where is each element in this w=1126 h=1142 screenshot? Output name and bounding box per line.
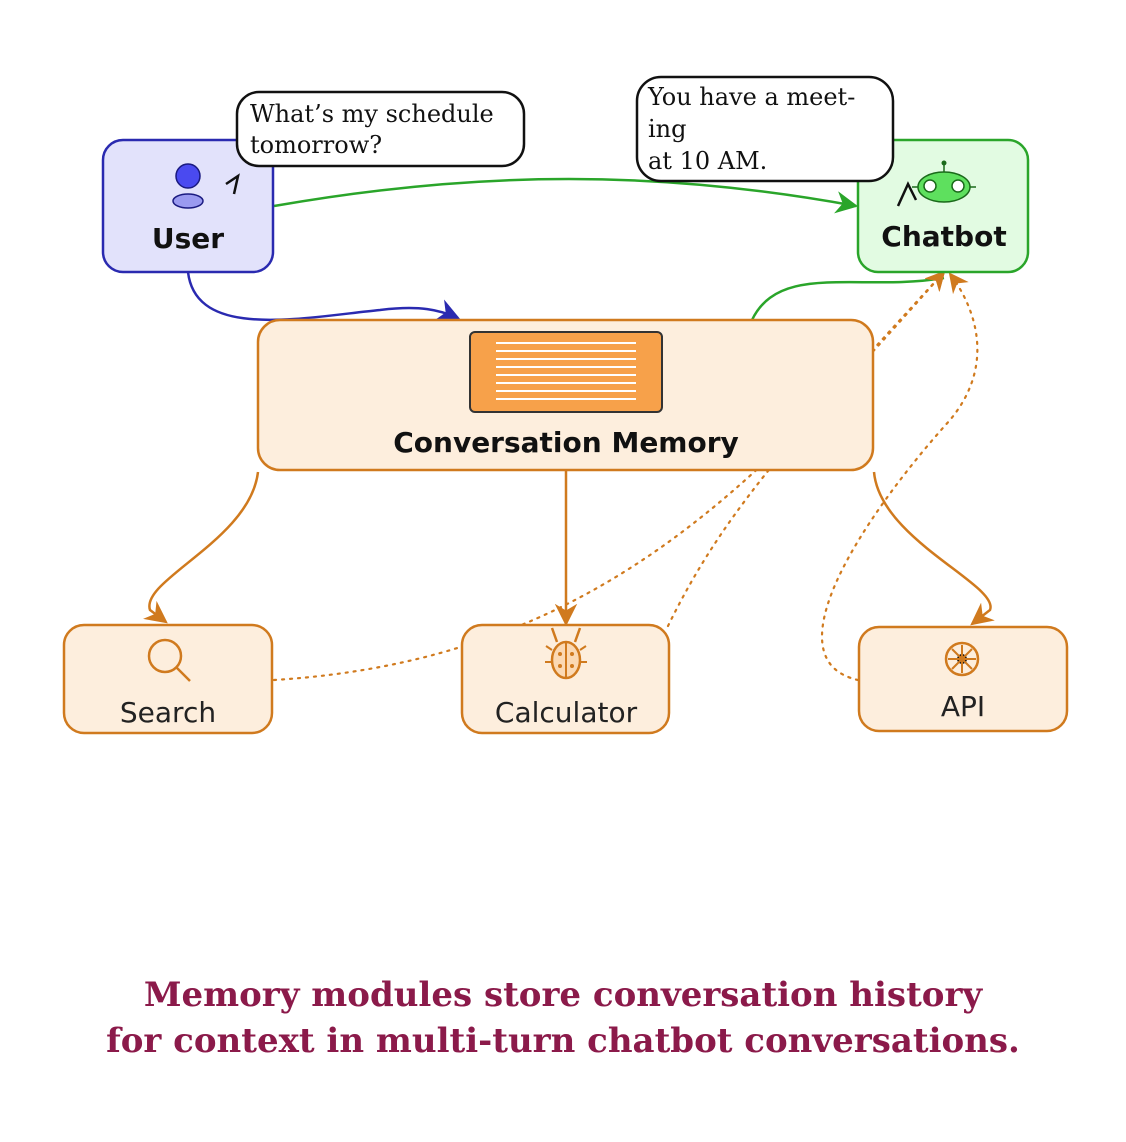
- user-node[interactable]: User: [101, 138, 275, 274]
- caption-line-2: for context in multi-turn chatbot conver…: [106, 1021, 1020, 1061]
- memory-node[interactable]: Conversation Memory: [256, 318, 875, 472]
- wheel-icon: [944, 641, 980, 677]
- calculator-label: Calculator: [495, 696, 638, 729]
- user-speech-bubble: What’s my schedule tomorrow?: [235, 90, 526, 168]
- edge-user-to-memory: [186, 271, 461, 322]
- user-bubble-line-1: What’s my schedule: [250, 100, 494, 128]
- figure-caption: Memory modules store conversation histor…: [0, 972, 1126, 1064]
- calculator-node[interactable]: Calculator: [460, 623, 671, 735]
- chatbot-label: Chatbot: [881, 220, 1006, 253]
- chatbot-bubble-line-3: at 10 AM.: [648, 147, 767, 175]
- magnifier-icon: [147, 638, 191, 682]
- edge-api-to-chatbot: [820, 272, 979, 682]
- chatbot-bubble-line-2: ing: [648, 115, 687, 143]
- user-label: User: [152, 222, 224, 255]
- search-label: Search: [120, 696, 216, 729]
- edge-calculator-to-chatbot: [666, 270, 946, 628]
- edge-user-to-chatbot: [273, 177, 859, 214]
- memory-label: Conversation Memory: [393, 426, 739, 459]
- person-icon: [172, 163, 204, 209]
- caption-line-1: Memory modules store conversation histor…: [143, 975, 983, 1015]
- speech-tail-icon: [896, 181, 918, 207]
- chatbot-speech-bubble: You have a meet- ing at 10 AM.: [635, 75, 895, 183]
- robot-icon: [912, 160, 976, 203]
- edge-memory-to-api: [872, 471, 995, 626]
- document-icon: [469, 331, 663, 413]
- chatbot-node[interactable]: Chatbot: [856, 138, 1030, 274]
- edge-search-to-chatbot: [272, 270, 946, 682]
- edge-memory-to-search: [143, 471, 260, 624]
- bug-icon: [545, 627, 587, 680]
- user-bubble-line-2: tomorrow?: [250, 131, 382, 159]
- api-label: API: [941, 690, 985, 723]
- speech-tail-icon: [225, 173, 240, 195]
- edge-memory-to-chatbot: [750, 276, 945, 321]
- search-node[interactable]: Search: [62, 623, 274, 735]
- api-node[interactable]: API: [857, 625, 1069, 733]
- chatbot-bubble-line-1: You have a meet-: [647, 83, 855, 111]
